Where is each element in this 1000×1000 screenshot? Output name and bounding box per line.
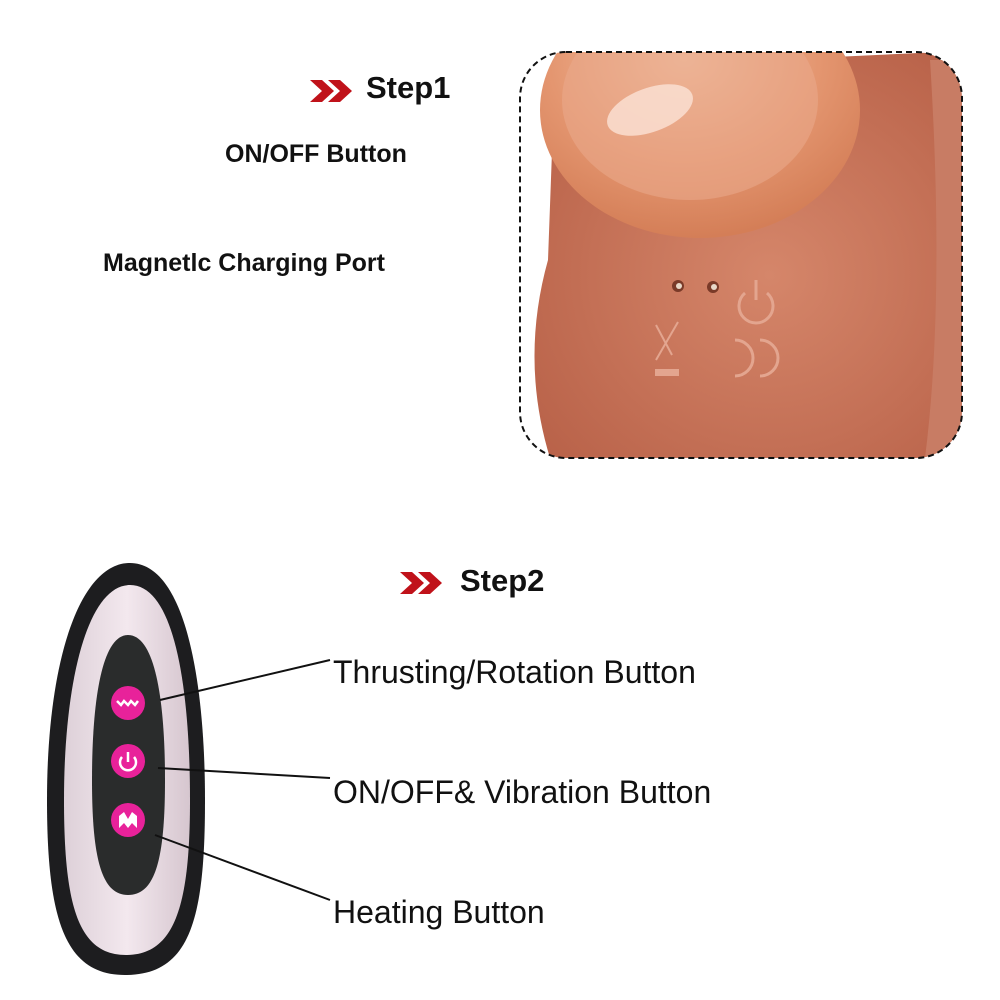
thrusting-rotation-button[interactable] <box>111 686 145 720</box>
heating-label: Heating Button <box>333 894 545 930</box>
remote-control <box>47 563 205 975</box>
weee-bin-icon <box>655 321 679 376</box>
charging-port-label: Magnetlc Charging Port <box>103 249 385 277</box>
step2-title: Step2 <box>460 563 545 598</box>
wave-icon <box>116 699 139 707</box>
power-icon <box>118 756 138 772</box>
on-off-vibration-label: ON/OFF& Vibration Button <box>333 774 712 810</box>
step1-chevrons-icon <box>310 80 352 102</box>
magnetic-charging-port-icon <box>672 280 719 293</box>
leader-lines <box>154 659 331 901</box>
on-off-button-label: ON/OFF Button <box>225 140 407 168</box>
thrusting-rotation-label: Thrusting/Rotation Button <box>333 654 696 690</box>
power-symbol-icon <box>737 280 775 325</box>
on-off-vibration-button[interactable] <box>111 744 145 778</box>
charging-port-photo <box>520 52 962 458</box>
ce-mark-icon <box>734 338 780 378</box>
dashed-frame <box>519 51 963 459</box>
flame-icon <box>119 812 137 828</box>
step1-title: Step1 <box>366 70 451 105</box>
heating-button[interactable] <box>111 803 145 837</box>
step2-chevrons-icon <box>400 572 442 594</box>
